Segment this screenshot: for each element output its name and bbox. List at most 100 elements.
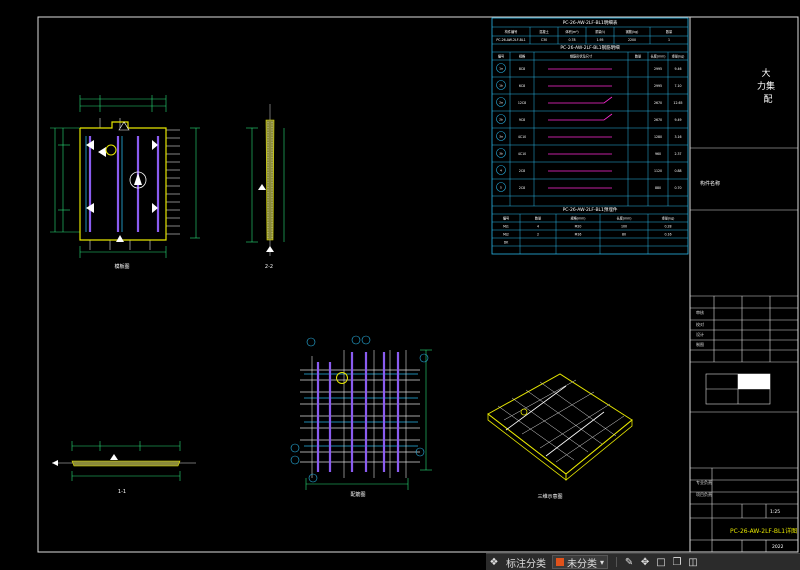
comment-icon[interactable]: □ bbox=[656, 556, 666, 568]
annotation-categories-icon[interactable]: ❖ bbox=[489, 556, 499, 568]
svg-text:0.70: 0.70 bbox=[674, 186, 681, 190]
isometric-view bbox=[487, 373, 633, 481]
svg-text:960: 960 bbox=[655, 152, 661, 156]
svg-text:4C10: 4C10 bbox=[518, 135, 526, 139]
main-h-4: 钢筋(kg) bbox=[626, 29, 639, 34]
svg-text:0.28: 0.28 bbox=[664, 225, 671, 229]
section-1-1 bbox=[52, 441, 196, 481]
svg-text:1120: 1120 bbox=[654, 169, 662, 173]
svg-text:2C8: 2C8 bbox=[519, 186, 525, 190]
main-h-2: 体积(m³) bbox=[565, 29, 578, 34]
move-icon[interactable]: ✥ bbox=[640, 556, 650, 568]
rebar-h-4: 长度(mm) bbox=[650, 54, 665, 59]
rebar-row-1: 1a 8C8 2995 9.46 bbox=[499, 67, 681, 72]
rebar-h-1: 规格 bbox=[519, 54, 526, 59]
title-vertical-1: 大 bbox=[761, 67, 770, 79]
table-main-title: PC-26-AW-2LF-BL1明细表 bbox=[563, 19, 618, 26]
svg-text:M20: M20 bbox=[575, 225, 582, 229]
rebar-layout-label: 配筋图 bbox=[350, 491, 365, 498]
svg-text:1280: 1280 bbox=[654, 135, 662, 139]
svg-text:2670: 2670 bbox=[654, 101, 662, 105]
embed-header: 编号 数量 规格(mm) 长度(mm) 重量(kg) bbox=[503, 216, 675, 221]
rebar-h-0: 编号 bbox=[498, 54, 504, 59]
title-row-label-1: 审核 bbox=[696, 309, 704, 315]
svg-text:8C8: 8C8 bbox=[519, 67, 525, 71]
svg-text:0.88: 0.88 bbox=[674, 169, 681, 173]
embed-row-2: MJ2 2 M16 80 0.16 bbox=[503, 233, 671, 237]
svg-text:7.10: 7.10 bbox=[674, 84, 681, 88]
table-rebar-title: PC-26-AW-2LF-BL1钢筋明细 bbox=[560, 44, 620, 51]
rebar-h-5: 重量(kg) bbox=[672, 54, 685, 59]
svg-text:编号: 编号 bbox=[503, 216, 509, 221]
plan-view bbox=[50, 95, 200, 258]
rebar-row-5: 3a 4C10 1280 3.16 bbox=[499, 135, 681, 140]
category-color-swatch bbox=[556, 558, 564, 566]
embed-row-3: DK bbox=[504, 241, 509, 245]
plan-view-label: 模板图 bbox=[114, 263, 129, 270]
svg-text:1b: 1b bbox=[499, 84, 503, 88]
table-embed-title: PC-26-AW-2LF-BL1预埋件 bbox=[563, 206, 618, 213]
category-dropdown-value: 未分类 bbox=[567, 558, 597, 570]
svg-text:4: 4 bbox=[500, 169, 502, 173]
main-c-3: 1.95 bbox=[596, 38, 603, 42]
logo-block-fill bbox=[738, 374, 770, 389]
rebar-h-3: 数量 bbox=[635, 54, 642, 59]
main-h-1: 混凝土 bbox=[539, 29, 549, 34]
title-vertical-3: 配 bbox=[763, 94, 772, 105]
rebar-row-4: 2b 9C8 2670 9.49 bbox=[499, 118, 681, 123]
rebar-row-7: 4 2C8 1120 0.88 bbox=[500, 169, 682, 174]
section-1-1-label: 1-1 bbox=[118, 489, 126, 495]
svg-text:4: 4 bbox=[537, 225, 539, 229]
svg-text:MJ2: MJ2 bbox=[503, 233, 509, 237]
svg-text:MJ1: MJ1 bbox=[503, 225, 509, 229]
title-row-label-3: 设计 bbox=[696, 331, 704, 337]
title-row-label-5: 专业负责 bbox=[696, 479, 712, 485]
annotation-category-label: 标注分类 bbox=[506, 558, 546, 570]
main-h-0: 构件编号 bbox=[505, 29, 518, 34]
rebar-row-3: 2a 12C8 2670 12.65 bbox=[499, 101, 682, 106]
svg-text:2b: 2b bbox=[499, 118, 503, 122]
svg-text:长度(mm): 长度(mm) bbox=[616, 216, 631, 221]
main-c-4: 2200 bbox=[628, 38, 636, 42]
main-c-0: PC-26-AW-2LF-BL1 bbox=[496, 38, 525, 42]
section-2-2 bbox=[246, 104, 285, 256]
title-vertical-2: 力集 bbox=[757, 80, 775, 92]
main-c-5: 1 bbox=[668, 38, 670, 42]
schedule-tables bbox=[491, 17, 689, 255]
svg-text:4C10: 4C10 bbox=[518, 152, 526, 156]
category-dropdown[interactable]: 未分类 ▾ bbox=[552, 555, 609, 570]
svg-text:6C8: 6C8 bbox=[519, 84, 525, 88]
main-h-3: 重量(t) bbox=[595, 29, 605, 34]
rebar-row-8: 5 2C8 880 0.70 bbox=[500, 186, 682, 191]
svg-text:12C8: 12C8 bbox=[518, 101, 526, 105]
toolbar-divider bbox=[616, 557, 618, 567]
svg-text:2: 2 bbox=[537, 233, 539, 237]
svg-text:2995: 2995 bbox=[654, 67, 662, 71]
paste-icon[interactable]: ◫ bbox=[688, 556, 698, 568]
svg-text:数量: 数量 bbox=[535, 216, 542, 221]
svg-text:0.16: 0.16 bbox=[664, 233, 671, 237]
svg-text:M16: M16 bbox=[575, 233, 582, 237]
chevron-down-icon: ▾ bbox=[600, 557, 605, 567]
svg-text:2.37: 2.37 bbox=[674, 152, 681, 156]
component-note: 构件名称 bbox=[700, 180, 720, 187]
copy-icon[interactable]: ❐ bbox=[672, 556, 682, 568]
svg-text:80: 80 bbox=[622, 233, 626, 237]
svg-text:3.16: 3.16 bbox=[674, 135, 681, 139]
svg-text:2670: 2670 bbox=[654, 118, 662, 122]
rebar-row-6: 3b 4C10 960 2.37 bbox=[499, 152, 681, 157]
svg-text:3a: 3a bbox=[499, 135, 503, 139]
svg-text:9C8: 9C8 bbox=[519, 118, 525, 122]
svg-text:规格(mm): 规格(mm) bbox=[570, 216, 585, 221]
title-block bbox=[690, 147, 798, 552]
title-row-label-2: 校对 bbox=[696, 321, 704, 327]
svg-text:2995: 2995 bbox=[654, 84, 662, 88]
rebar-h-2: 钢筋形状及尺寸 bbox=[570, 54, 593, 59]
annotation-toolbar: ❖ 标注分类 未分类 ▾ ✎ ✥ □ ❐ ◫ bbox=[486, 553, 800, 570]
svg-text:2C8: 2C8 bbox=[519, 169, 525, 173]
svg-text:12.65: 12.65 bbox=[673, 101, 682, 105]
main-c-1: C30 bbox=[541, 38, 547, 42]
edit-icon[interactable]: ✎ bbox=[624, 556, 634, 568]
rebar-layout bbox=[290, 335, 432, 490]
